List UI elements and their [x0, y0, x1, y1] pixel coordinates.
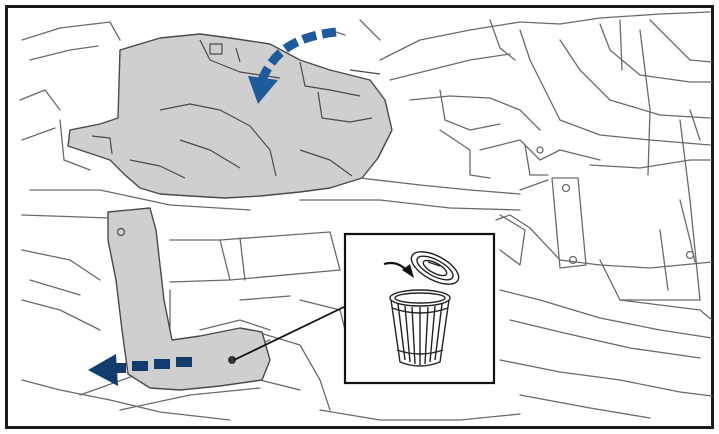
service-illustration — [0, 0, 719, 434]
diagram-stage — [0, 0, 719, 434]
